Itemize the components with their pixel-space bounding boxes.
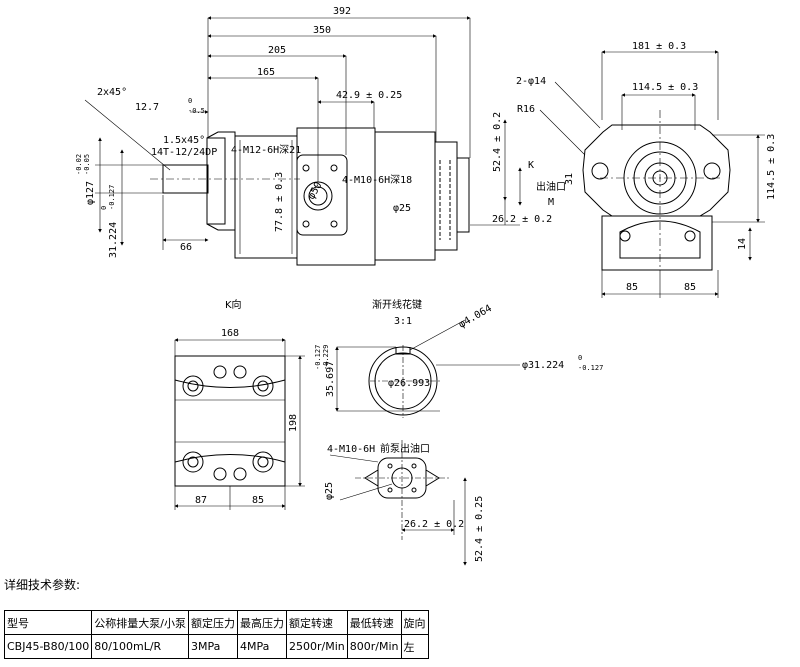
dim-35-697-tol-dn: -0.229 [322,345,330,370]
dim-26-2-front: 26.2 ± 0.2 [404,519,464,530]
spec-table: 型号 公称排量大泵/小泵 额定压力 最高压力 额定转速 最低转速 旋向 CBJ4… [3,610,429,659]
dim-phi25-rear: φ25 [393,203,411,214]
cell-displacement: 80/100mL/R [91,634,190,659]
cell-min-speed: 800r/Min [346,634,402,659]
dim-phi50: φ50 [306,180,325,201]
cell-max-pressure: 4MPa [237,634,288,659]
k-view-title: K向 [225,298,242,311]
dim-phi26-993: φ26.993 [388,378,430,389]
table-header-row: 型号 公称排量大泵/小泵 额定压力 最高压力 额定转速 最低转速 旋向 [3,610,429,635]
header-rated-pressure: 额定压力 [188,610,239,635]
dim-52-4-rear: 52.4 ± 0.2 [492,112,503,172]
dim-52-4-front: 52.4 ± 0.25 [474,496,485,562]
dim-14: 14 [737,238,748,250]
dim-12-7-tol-dn: -0.5 [188,107,205,115]
dim-12-7: 12.7 [135,102,159,113]
dim-phi127-tol-dn: -0.05 [83,154,91,175]
dim-42-9: 42.9 ± 0.25 [336,90,402,101]
dim-31-224-shaft: 31.224 [108,222,119,258]
dim-181: 181 ± 0.3 [632,41,686,52]
dim-205: 205 [268,45,286,56]
section-heading: 详细技术参数: [4,578,81,592]
dim-114-5-vertical: 114.5 ± 0.3 [766,134,777,200]
header-rotation: 旋向 [400,610,429,635]
holes-2-phi14: 2-φ14 [516,76,546,87]
dim-77-8: 77.8 ± 0.3 [274,172,285,232]
outlet-label: 出油口 [536,180,566,193]
dim-phi4-064: φ4.064 [457,303,494,331]
dim-392: 392 [333,6,351,17]
cell-rotation: 左 [400,634,429,659]
view-marker-m: M [548,197,554,208]
dim-26-2-rear: 26.2 ± 0.2 [492,214,552,225]
dim-12-7-tol-up: 0 [188,97,192,105]
dim-66: 66 [180,242,192,253]
dim-350: 350 [313,25,331,36]
dim-85-k: 85 [252,495,264,506]
dim-chamfer-2x45: 2x45° [97,87,127,98]
dim-phi127: φ127 [85,181,96,205]
radius-r16: R16 [517,104,535,115]
dim-chamfer-1-5x45: 1.5x45° [163,135,205,146]
view-marker-k: K [528,160,534,171]
front-outlet-label: 前泵出油口 [380,442,430,455]
dim-114-5-horizontal: 114.5 ± 0.3 [632,82,698,93]
dim-phi25-front: φ25 [324,482,335,500]
dim-31-224-tol-up: 0 [100,206,108,210]
cell-model: CBJ45-B80/100 [3,634,93,659]
dim-31-224-tol-dn: -0.127 [108,185,116,210]
header-max-pressure: 最高压力 [237,610,288,635]
spline-spec: 14T-12/24DP [151,147,217,158]
pump-drawing: 392 350 205 165 2x45° 12.7 0 -0.5 1.5x45… [75,6,777,566]
dim-35-697: 35.697 [325,361,336,397]
dim-85-left: 85 [626,282,638,293]
header-displacement: 公称排量大泵/小泵 [91,610,190,635]
thread-m10-front: 4-M10-6H [327,444,375,455]
dim-165: 165 [257,67,275,78]
thread-m10-rear: 4-M10-6H深18 [342,174,412,186]
dim-phi127-tol-up: -0.02 [75,154,83,175]
thread-m12: 4-M12-6H深21 [231,144,301,156]
dim-phi31-224-spline-tol-up: 0 [578,354,582,362]
spline-detail-scale: 3:1 [394,316,412,327]
header-min-speed: 最低转速 [346,610,402,635]
cell-rated-speed: 2500r/Min [286,634,348,659]
dim-phi31-224-spline: φ31.224 [522,360,564,371]
table-row: CBJ45-B80/100 80/100mL/R 3MPa 4MPa 2500r… [3,634,429,659]
dim-168: 168 [221,328,239,339]
dim-87: 87 [195,495,207,506]
dim-31: 31 [564,173,575,185]
dim-198: 198 [288,414,299,432]
spline-detail-title: 渐开线花键 [372,298,422,311]
header-model: 型号 [3,610,93,635]
cell-rated-pressure: 3MPa [188,634,239,659]
dim-phi31-224-spline-tol-dn: -0.127 [578,364,603,372]
dim-85-right: 85 [684,282,696,293]
dim-35-697-tol-up: -0.127 [314,345,322,370]
header-rated-speed: 额定转速 [286,610,348,635]
